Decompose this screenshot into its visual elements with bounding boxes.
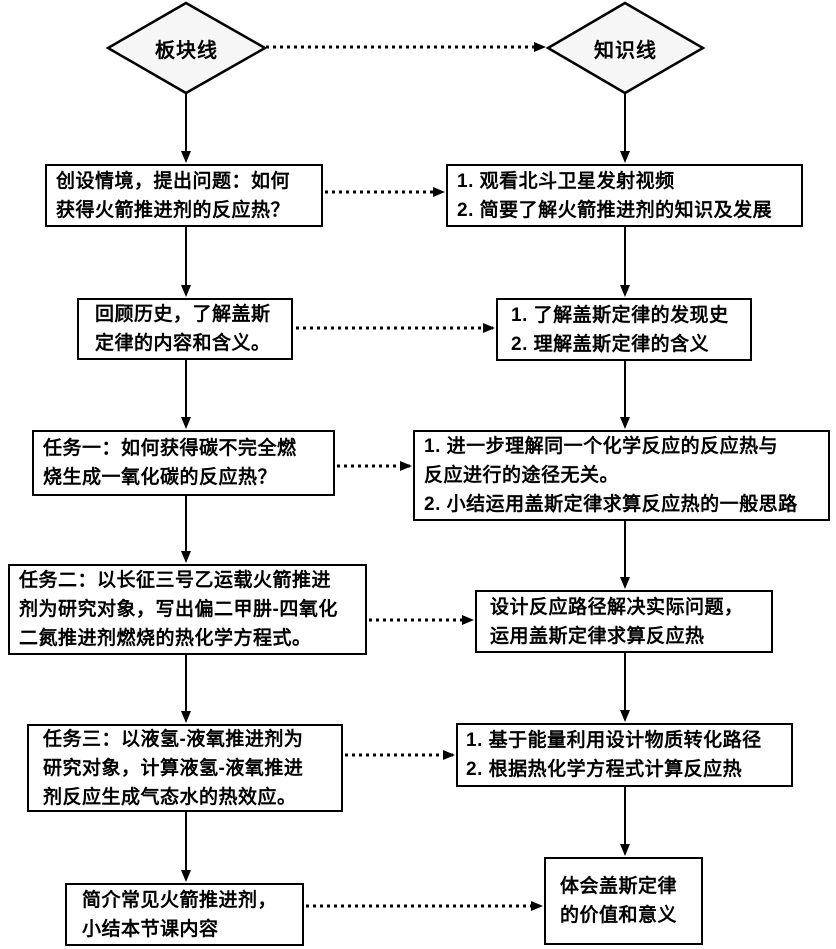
- box-line: 任务三：以液氢-液氧推进剂为: [43, 728, 304, 750]
- box-line: 烧生成一氧化碳的反应热？: [43, 467, 278, 488]
- box-line: 1. 观看北斗卫星发射视频: [457, 170, 675, 192]
- box-task-2: 任务二：以长征三号乙运载火箭推进 剂为研究对象，写出偏二甲肼-四氧化 二氮推进剂…: [8, 564, 367, 655]
- box-design-reaction-path: 设计反应路径解决实际问题， 运用盖斯定律求算反应热: [475, 590, 773, 653]
- box-line: 2. 简要了解火箭推进剂的知识及发展: [457, 199, 773, 221]
- box-line: 任务二：以长征三号乙运载火箭推进: [19, 570, 332, 591]
- box-watch-launch-video: 1. 观看北斗卫星发射视频 2. 简要了解火箭推进剂的知识及发展: [446, 164, 803, 227]
- box-line: 反应进行的途径无关。: [424, 465, 620, 486]
- diamond-module-line-label: 板块线: [155, 39, 218, 62]
- box-line: 2. 根据热化学方程式计算反应热: [466, 759, 743, 780]
- box-task-3: 任务三：以液氢-液氧推进剂为 研究对象，计算液氢-液氧推进 剂反应生成气态水的热…: [27, 724, 343, 812]
- box-hess-law-understanding: 1. 进一步理解同一个化学反应的反应热与 反应进行的途径无关。 2. 小结运用盖…: [413, 430, 830, 521]
- box-line: 1. 了解盖斯定律的发现史: [511, 304, 729, 326]
- box-line: 的价值和意义: [560, 905, 678, 926]
- box-line: 1. 进一步理解同一个化学反应的反应热与: [424, 436, 779, 457]
- box-line: 运用盖斯定律求算反应热: [490, 625, 705, 647]
- box-lesson-summary: 简介常见火箭推进剂， 小结本节课内容: [65, 883, 304, 946]
- box-line: 剂为研究对象，写出偏二甲肼-四氧化: [19, 599, 338, 620]
- box-line: 定律的内容和含义。: [95, 333, 271, 354]
- box-line: 设计反应路径解决实际问题，: [490, 596, 744, 618]
- box-create-situation: 创设情境，提出问题：如何 获得火箭推进剂的反应热？: [45, 164, 323, 227]
- box-line: 小结本节课内容: [82, 918, 219, 940]
- box-review-history: 回顾历史，了解盖斯 定律的内容和含义。: [77, 298, 293, 360]
- diamond-knowledge-line-label: 知识线: [594, 39, 657, 62]
- box-line: 获得火箭推进剂的反应热？: [56, 199, 291, 221]
- box-line: 研究对象，计算液氢-液氧推进: [43, 757, 304, 779]
- box-hess-law-history: 1. 了解盖斯定律的发现史 2. 理解盖斯定律的含义: [496, 298, 752, 361]
- box-line: 剂反应生成气态水的热效应。: [43, 786, 297, 808]
- box-line: 2. 小结运用盖斯定律求算反应热的一般思路: [424, 494, 798, 515]
- box-line: 二氮推进剂燃烧的热化学方程式。: [19, 628, 312, 649]
- box-task-1: 任务一：如何获得碳不完全燃 烧生成一氧化碳的反应热？: [32, 430, 335, 496]
- box-line: 创设情境，提出问题：如何: [56, 170, 291, 192]
- box-line: 体会盖斯定律: [560, 876, 678, 897]
- box-line: 回顾历史，了解盖斯: [95, 304, 271, 325]
- box-line: 简介常见火箭推进剂，: [82, 889, 278, 911]
- box-energy-utilization: 1. 基于能量利用设计物质转化路径 2. 根据热化学方程式计算反应热: [456, 723, 793, 787]
- box-line: 任务一：如何获得碳不完全燃: [43, 438, 297, 459]
- box-line: 2. 理解盖斯定律的含义: [511, 333, 710, 355]
- box-line: 1. 基于能量利用设计物质转化路径: [466, 730, 762, 751]
- box-hess-law-value: 体会盖斯定律 的价值和意义: [544, 857, 703, 945]
